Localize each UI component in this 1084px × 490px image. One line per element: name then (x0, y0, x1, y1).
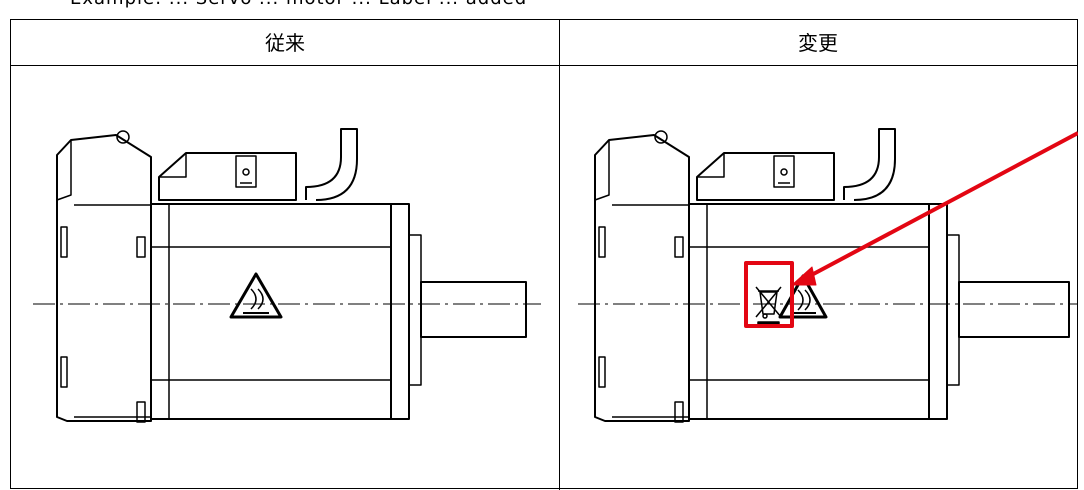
top-note-text: Example: ... Servo ... motor ... Label .… (70, 0, 527, 9)
motor-drawing-after (578, 128, 1078, 423)
comparison-table: 従来 変更 (10, 19, 1078, 490)
column-header-after: 変更 (559, 20, 1077, 66)
top-note-strip: Example: ... Servo ... motor ... Label .… (0, 0, 1084, 10)
highlight-box (744, 261, 794, 328)
column-divider (559, 20, 560, 490)
cell-after (560, 67, 1078, 487)
cell-before (11, 67, 559, 487)
column-header-before: 従来 (11, 20, 559, 66)
red-arrow-icon (791, 131, 1078, 286)
hot-surface-warning-icon (229, 272, 283, 319)
crossed-out-bin-icon (755, 286, 782, 327)
motor-drawing-before (33, 128, 541, 423)
